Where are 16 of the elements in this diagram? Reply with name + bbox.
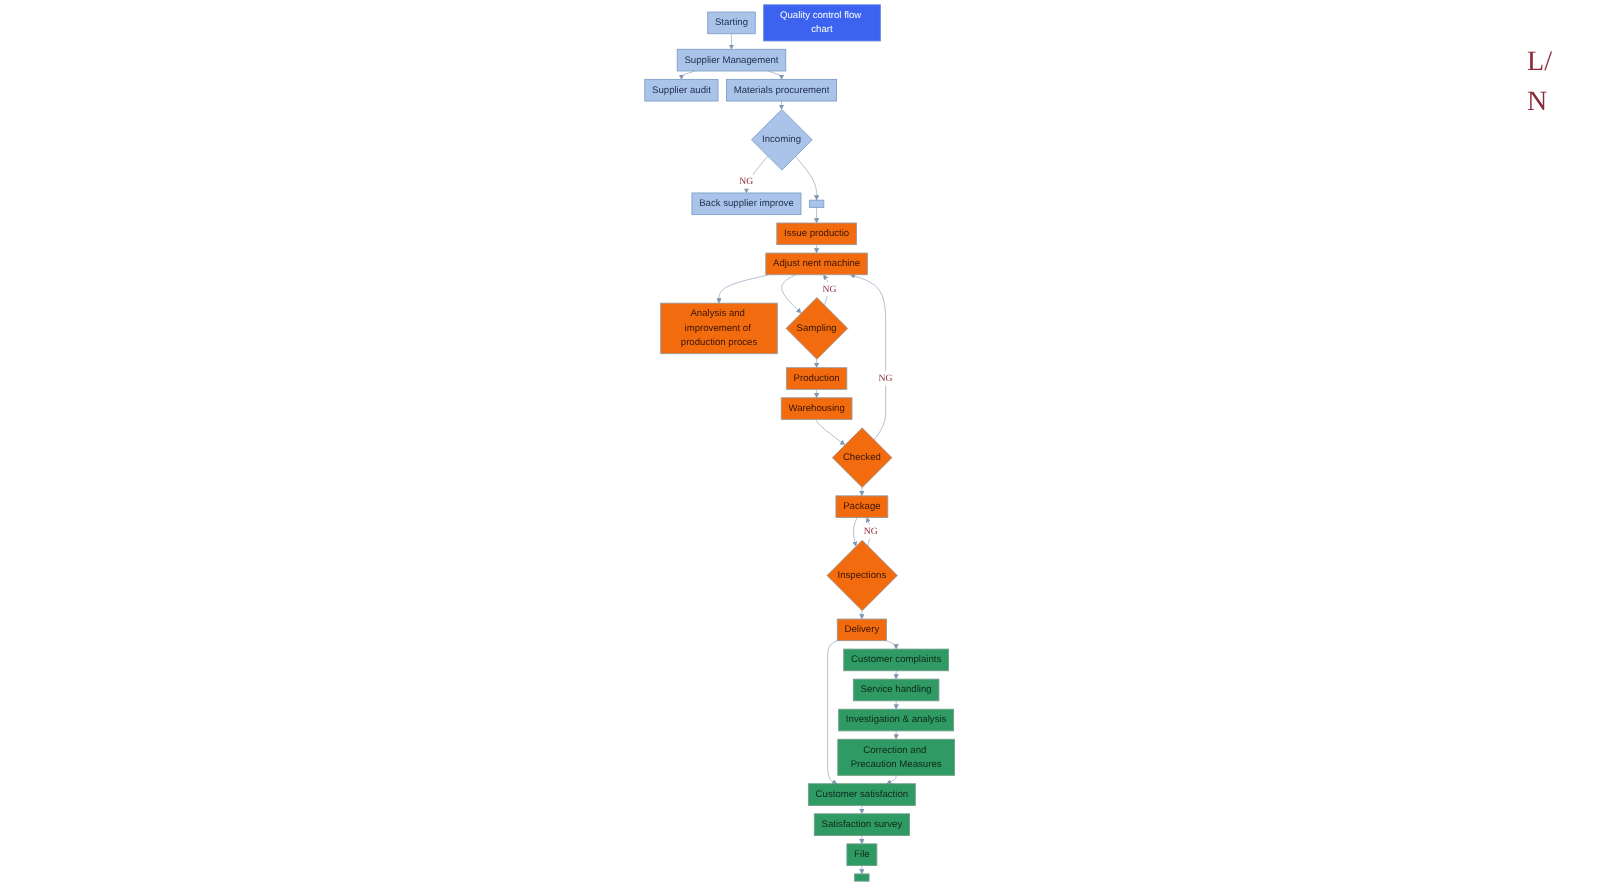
arrow <box>859 487 865 497</box>
node-box <box>809 199 825 208</box>
arrow <box>893 700 900 710</box>
arrow <box>814 244 820 254</box>
arrow <box>814 389 820 398</box>
arrow <box>893 730 900 740</box>
arrow <box>893 670 900 680</box>
arrow <box>779 100 785 110</box>
node-box <box>854 873 870 882</box>
annotation-text: N <box>1527 88 1550 120</box>
arrow <box>814 359 820 368</box>
arrow <box>859 835 865 845</box>
arrow <box>859 865 865 875</box>
annotation-text: L/ <box>1527 48 1552 80</box>
arrow <box>859 610 865 620</box>
arrow <box>859 805 865 815</box>
